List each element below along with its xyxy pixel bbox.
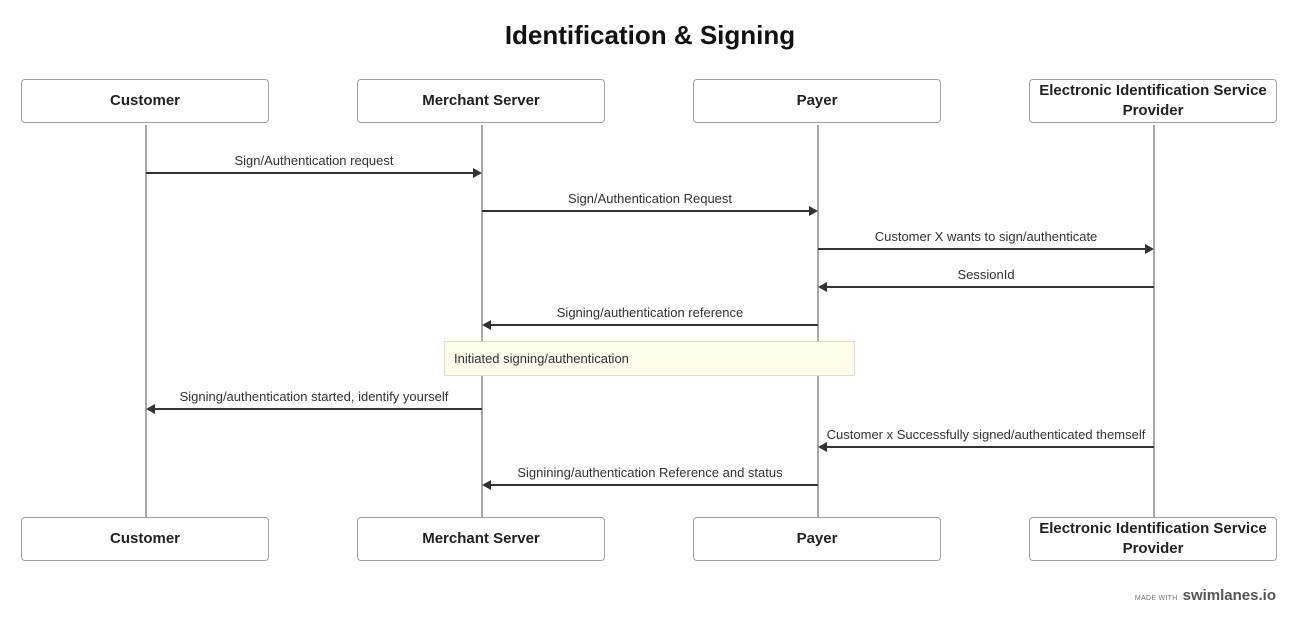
message-arrowhead-2 <box>809 206 818 216</box>
message-label-2: Sign/Authentication Request <box>567 191 733 206</box>
lifeline-payer <box>817 125 819 517</box>
actor-eid-bottom: Electronic Identification Service Provid… <box>1029 517 1277 561</box>
message-label-4: SessionId <box>957 267 1015 282</box>
actor-merchant-bottom: Merchant Server <box>357 517 605 561</box>
diagram-title: Identification & Signing <box>504 20 796 50</box>
lifeline-eid <box>1153 125 1155 517</box>
message-arrowhead-8 <box>482 480 491 490</box>
branding: MADE WITH swimlanes.io <box>1135 587 1276 604</box>
message-arrowhead-3 <box>1145 244 1154 254</box>
message-arrowhead-6 <box>146 404 155 414</box>
actor-merchant-top: Merchant Server <box>357 79 605 123</box>
message-arrowhead-4 <box>818 282 827 292</box>
message-label-8: Signining/authentication Reference and s… <box>517 465 783 480</box>
message-label-3: Customer X wants to sign/authenticate <box>874 229 1098 244</box>
message-arrowhead-5 <box>482 320 491 330</box>
actor-customer-bottom: Customer <box>21 517 269 561</box>
branding-logo-text: swimlanes.io <box>1182 587 1276 604</box>
message-label-5: Signing/authentication reference <box>556 305 744 320</box>
actor-customer-top: Customer <box>21 79 269 123</box>
message-arrowhead-1 <box>473 168 482 178</box>
message-arrowhead-7 <box>818 442 827 452</box>
message-label-1: Sign/Authentication request <box>234 153 394 168</box>
message-label-6: Signing/authentication started, identify… <box>179 389 449 404</box>
message-label-7: Customer x Successfully signed/authentic… <box>826 427 1146 442</box>
lifeline-customer <box>145 125 147 517</box>
lifeline-merchant <box>481 125 483 517</box>
actor-payer-top: Payer <box>693 79 941 123</box>
branding-made-with: MADE WITH <box>1134 595 1178 602</box>
note-initiated: Initiated signing/authentication <box>444 341 855 376</box>
actor-payer-bottom: Payer <box>693 517 941 561</box>
actor-eid-top: Electronic Identification Service Provid… <box>1029 79 1277 123</box>
